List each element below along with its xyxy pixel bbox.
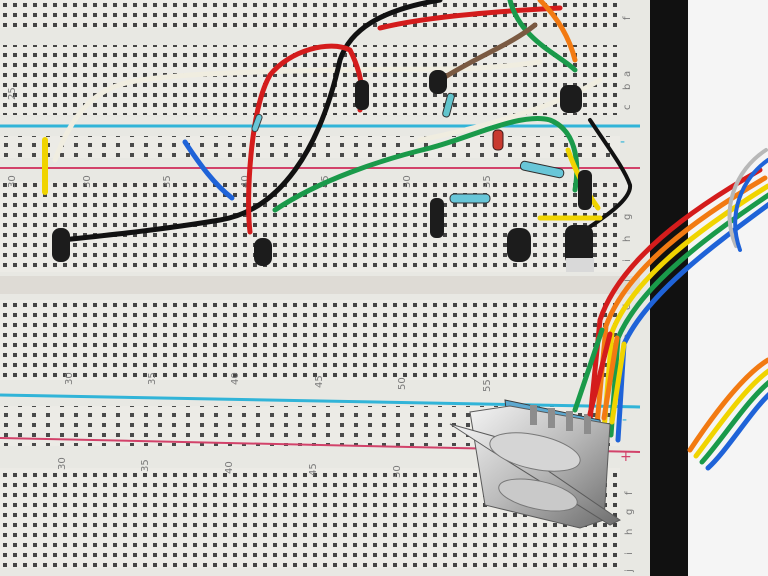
minus-label: - xyxy=(620,134,625,150)
middle-hole-field xyxy=(0,300,620,380)
svg-text:40: 40 xyxy=(230,372,241,385)
svg-text:i: i xyxy=(622,259,633,262)
svg-text:40: 40 xyxy=(240,175,251,188)
minus-label-bottom: - xyxy=(622,412,627,428)
green-wire xyxy=(272,116,580,213)
orange-wire-top xyxy=(537,0,578,63)
svg-text:35: 35 xyxy=(147,372,158,385)
wires xyxy=(42,0,632,243)
svg-text:j: j xyxy=(622,279,633,283)
svg-text:45: 45 xyxy=(308,463,319,476)
svg-text:55: 55 xyxy=(482,175,493,188)
svg-text:f: f xyxy=(624,491,635,495)
row-letters-bottom: f g h i j xyxy=(624,491,635,573)
component-bodies xyxy=(52,70,594,272)
svg-text:f: f xyxy=(622,16,633,20)
db-connector xyxy=(449,399,621,529)
svg-text:30: 30 xyxy=(57,457,68,470)
diode xyxy=(492,129,504,151)
ribbon-cable xyxy=(587,148,768,471)
plus-label: + xyxy=(620,449,632,465)
white-wire-long xyxy=(52,59,543,163)
svg-text:g: g xyxy=(622,214,633,220)
transistor xyxy=(507,228,531,262)
svg-text:i: i xyxy=(624,552,635,555)
center-gap xyxy=(0,276,640,294)
svg-text:30: 30 xyxy=(64,372,75,385)
bottom-board-numbers: 30 35 40 45 50 xyxy=(57,457,403,478)
red-wire-loop xyxy=(246,43,365,235)
svg-text:50: 50 xyxy=(402,175,413,188)
blue-jumper xyxy=(182,139,235,201)
green-wire-top xyxy=(507,0,578,73)
svg-text:25: 25 xyxy=(7,87,18,100)
black-wire-long xyxy=(59,0,443,243)
svg-text:g: g xyxy=(624,509,635,515)
svg-text:j: j xyxy=(624,569,635,573)
svg-text:h: h xyxy=(622,236,633,242)
svg-text:45: 45 xyxy=(314,375,325,388)
mid-board-numbers: 30 35 40 45 50 55 xyxy=(64,372,493,392)
svg-text:c: c xyxy=(622,105,633,111)
resistors xyxy=(251,92,565,204)
svg-text:30: 30 xyxy=(7,175,18,188)
svg-text:a: a xyxy=(622,71,633,77)
svg-text:30: 30 xyxy=(82,175,93,188)
top-hole-strip xyxy=(0,0,620,28)
svg-text:b: b xyxy=(622,84,633,90)
svg-text:h: h xyxy=(624,529,635,535)
svg-text:40: 40 xyxy=(224,461,235,474)
connector-wires xyxy=(572,327,627,425)
svg-text:50: 50 xyxy=(397,377,408,390)
top-hole-field xyxy=(0,45,620,115)
brown-wire xyxy=(437,22,538,83)
svg-text:35: 35 xyxy=(162,175,173,188)
red-wire-top xyxy=(377,5,563,31)
svg-text:35: 35 xyxy=(140,459,151,472)
svg-text:55: 55 xyxy=(482,379,493,392)
svg-text:50: 50 xyxy=(392,465,403,478)
row-letters-top: f g h i j xyxy=(622,16,633,283)
